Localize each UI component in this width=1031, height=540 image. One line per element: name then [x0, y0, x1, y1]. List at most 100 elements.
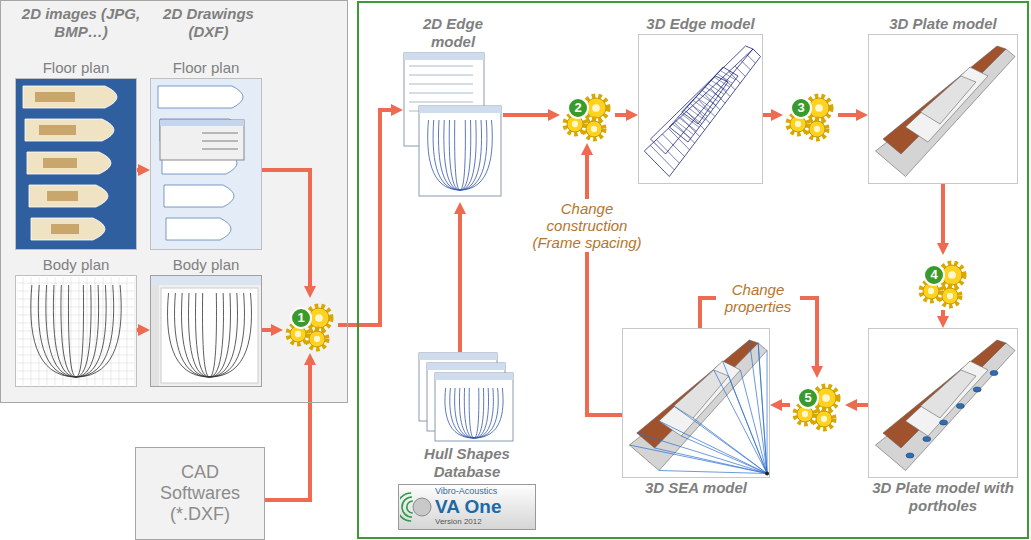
model-thumbnail: Floor plan	[15, 58, 137, 250]
section-curve	[175, 293, 210, 377]
model-thumbnail: 3D Plate model with portholes	[868, 328, 1018, 516]
step-badge	[791, 98, 811, 118]
sea-link	[714, 370, 767, 474]
section-curve	[196, 293, 210, 377]
picture-frame	[151, 276, 262, 387]
model-thumbnail: Body plan	[15, 255, 137, 387]
gear-hole	[814, 126, 820, 132]
step-badge	[798, 388, 818, 408]
sea-link	[767, 351, 768, 474]
window-title-bar	[427, 363, 505, 370]
sea-point	[765, 472, 769, 476]
yacht-part	[682, 76, 728, 124]
gear-hole	[295, 331, 301, 337]
section-curve	[76, 285, 91, 377]
edge-label: Change construction (Frame spacing)	[522, 199, 652, 252]
gear-icon	[783, 88, 838, 143]
yacht-part	[906, 361, 989, 436]
model-picture	[418, 352, 516, 444]
frame-line	[711, 80, 727, 90]
grid-line	[17, 379, 135, 380]
gear-hole	[815, 104, 823, 112]
model-thumbnail: 3D Edge model	[638, 14, 763, 184]
gear-hole	[948, 271, 956, 279]
gear-hole	[822, 394, 830, 402]
picture-frame	[869, 35, 1018, 184]
frame-line	[668, 128, 689, 150]
flow-arrow	[458, 210, 462, 352]
gear-icon	[283, 298, 338, 353]
node-label: 3D Plate model	[868, 14, 1018, 34]
model-picture	[868, 34, 1018, 184]
gear-hole	[314, 336, 320, 342]
dialog-line	[202, 133, 238, 134]
porthole	[973, 387, 981, 392]
porthole	[906, 453, 914, 458]
step-badge	[924, 265, 944, 285]
porthole	[956, 403, 964, 408]
model-picture	[15, 78, 137, 250]
section-curve	[444, 120, 460, 190]
grid-line	[17, 315, 135, 316]
yacht-part	[921, 370, 977, 418]
section-curve	[474, 388, 479, 438]
picture-frame	[16, 276, 137, 387]
window-title-bar	[419, 353, 497, 360]
frame-line	[705, 94, 720, 110]
grid-line	[17, 323, 135, 324]
frame-line	[729, 72, 740, 84]
sea-link	[674, 406, 767, 474]
section-curve	[460, 120, 492, 190]
frame-line	[720, 70, 735, 79]
gear-icon	[916, 255, 971, 310]
deck-outline	[31, 218, 105, 240]
step-number: 1	[291, 308, 311, 328]
yacht-part	[876, 49, 1016, 177]
section-curve	[168, 293, 210, 377]
section-curve	[460, 120, 476, 190]
flow-arrow	[265, 361, 310, 500]
section-curve	[460, 120, 487, 190]
porthole	[940, 420, 948, 425]
deck-room	[39, 125, 76, 135]
grid-line	[17, 371, 135, 372]
edge-label-holder: Change properties	[716, 280, 800, 316]
toolbar	[151, 276, 261, 285]
model-picture	[150, 78, 262, 250]
frame-line	[702, 90, 718, 101]
model-thumbnail: Hull Shapes Database	[418, 352, 516, 482]
section-curve	[428, 120, 460, 190]
model-thumbnail: 3D SEA model	[622, 328, 770, 498]
flow-arrow	[137, 168, 142, 172]
step-number: 2	[568, 98, 588, 118]
flow-arrow	[137, 328, 142, 332]
model-thumbnail: Body plan	[150, 255, 262, 387]
toolbar	[151, 285, 159, 386]
grid-line	[17, 355, 135, 356]
sea-link	[637, 433, 767, 474]
sea-link	[729, 376, 767, 474]
yacht-part	[876, 343, 1016, 471]
gear-body	[309, 331, 325, 347]
frame-line	[708, 84, 724, 95]
logo-text: Version 2012	[435, 517, 531, 527]
node-label: Floor plan	[15, 58, 137, 78]
picture-frame	[151, 79, 262, 250]
sea-link	[659, 471, 767, 474]
section-curve	[210, 293, 245, 377]
flow-arrow	[763, 113, 775, 117]
flow-arrow	[262, 328, 275, 332]
node-label: 3D SEA model	[622, 478, 770, 498]
flow-arrow	[587, 151, 622, 415]
node-label: Hull Shapes Database	[418, 444, 516, 482]
model-thumbnail: 2D Edge model	[403, 14, 503, 202]
section-curve	[433, 120, 460, 190]
window-title-bar	[419, 106, 501, 113]
step-number: 4	[924, 265, 944, 285]
section-curve	[445, 388, 474, 438]
picture-frame	[623, 329, 770, 478]
model-picture	[150, 275, 262, 387]
frame-line	[681, 117, 700, 137]
section-curve	[210, 293, 217, 377]
